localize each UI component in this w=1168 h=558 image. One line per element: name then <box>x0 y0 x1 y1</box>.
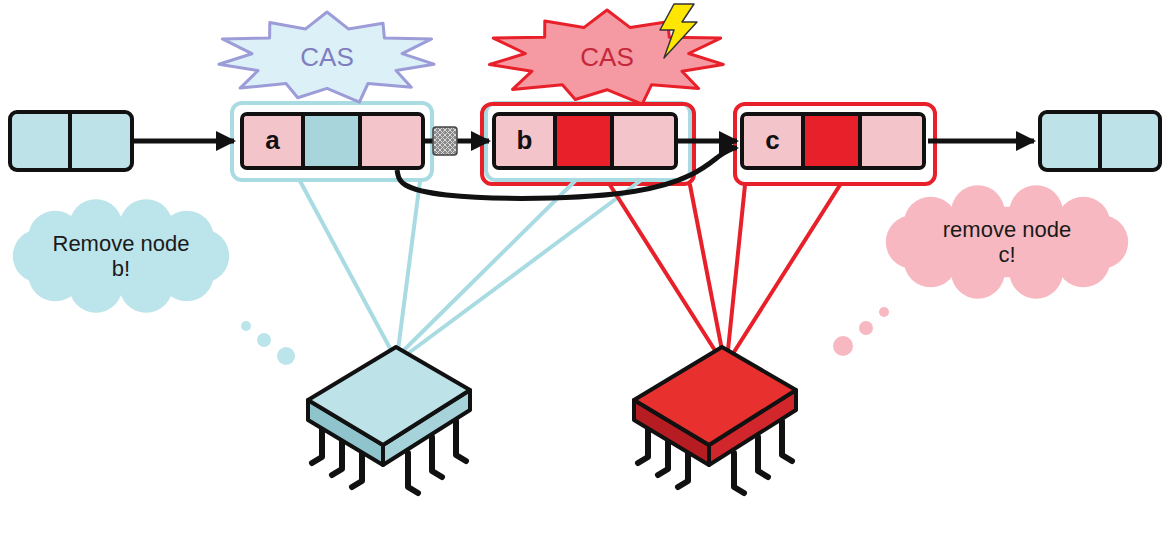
callout-lines <box>300 181 640 352</box>
value-cell: b <box>496 116 557 166</box>
pointer-arrow <box>134 139 234 144</box>
value-cell: c <box>744 116 805 166</box>
chip-top <box>308 347 470 445</box>
thought-cloud: Remove node b! <box>8 200 234 312</box>
selection-outline <box>482 104 694 184</box>
mark-cell <box>557 116 614 166</box>
chip-leg <box>332 437 342 475</box>
cloud-bump <box>1009 245 1063 299</box>
processor-chip <box>308 347 470 493</box>
list-node <box>10 112 132 170</box>
chip-leg <box>678 449 688 487</box>
thought-bubble <box>833 336 853 356</box>
label-holder: CAS <box>208 8 446 108</box>
next-cell <box>614 116 674 166</box>
callout-line <box>404 181 575 350</box>
chip-leg <box>758 437 768 477</box>
label-holder: Remove node b! <box>8 200 234 312</box>
chip-leg <box>638 425 648 463</box>
cloud-bump <box>951 245 1005 299</box>
callout-line <box>410 181 640 352</box>
selection-outline <box>735 104 935 184</box>
cas-burst: CAS <box>208 8 446 108</box>
next-cell <box>362 116 421 166</box>
callout-line <box>610 185 716 352</box>
chip-leg <box>312 425 322 463</box>
value-cell: a <box>244 116 305 166</box>
burst-outline <box>490 10 724 104</box>
burst-outline <box>219 12 434 102</box>
list-node: b <box>492 112 678 170</box>
selection-outline <box>486 103 690 180</box>
thought-bubble <box>277 347 295 365</box>
thought-cloud: remove node c! <box>876 186 1138 298</box>
next-cell <box>862 116 922 166</box>
label-holder: CAS <box>478 6 736 110</box>
node-label: Remove node b! <box>51 231 191 282</box>
callout-line <box>398 181 420 350</box>
chip-top <box>634 347 796 445</box>
list-node: a <box>240 112 425 170</box>
chip-leg <box>456 421 466 461</box>
chip-leg <box>658 437 668 475</box>
pointer-arrow <box>425 139 489 144</box>
node-label: CAS <box>580 43 633 73</box>
chip-leg <box>782 421 792 461</box>
node-label: a <box>265 126 279 156</box>
callout-line <box>690 185 722 350</box>
thought-bubble <box>879 307 889 317</box>
callout-line <box>728 185 745 350</box>
list-node: c <box>740 112 926 170</box>
callout-line <box>734 185 840 352</box>
label-holder: remove node c! <box>876 186 1138 298</box>
cas-burst: CAS <box>478 6 736 110</box>
callout-line <box>300 181 392 352</box>
mark-cell <box>305 116 362 166</box>
node-label: b <box>517 126 533 156</box>
list-node <box>1040 112 1160 170</box>
thought-bubble <box>241 321 251 331</box>
chip-leg <box>432 437 442 477</box>
chip-leg <box>734 453 744 493</box>
node-label: remove node c! <box>937 217 1077 268</box>
pointer-arrow <box>928 139 1034 144</box>
thought-bubble <box>257 333 271 347</box>
node-label: c <box>765 126 779 156</box>
chip-leg <box>408 453 418 493</box>
cell-divider <box>68 112 72 170</box>
pointer-arrow <box>678 139 737 144</box>
cell-divider <box>1098 112 1102 170</box>
callout-lines <box>610 185 840 352</box>
processor-chip <box>634 347 796 493</box>
selection-outline <box>232 103 432 180</box>
thought-bubble <box>859 321 873 335</box>
mark-bit-patch <box>433 127 457 155</box>
chip-leg <box>352 449 362 487</box>
mark-cell <box>805 116 862 166</box>
node-label: CAS <box>300 43 353 73</box>
